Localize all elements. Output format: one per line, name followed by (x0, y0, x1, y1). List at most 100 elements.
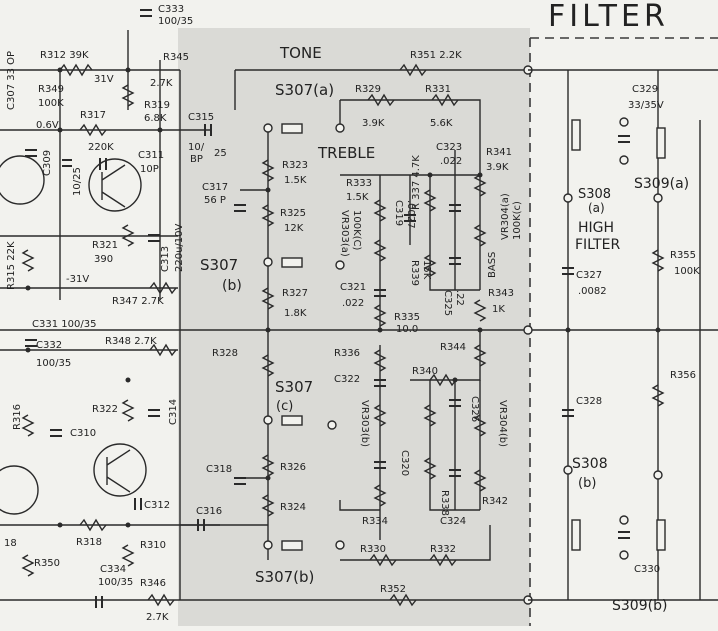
treble-terminal-top (335, 123, 345, 133)
c318-label: C318 (206, 464, 232, 475)
c311-capacitor (99, 158, 107, 170)
c312-capacitor (134, 498, 142, 510)
s307a-label: S307(a) (275, 81, 334, 99)
r330-r332-line (340, 525, 491, 561)
s309a-terminal-1 (619, 117, 629, 127)
r312-resistor (59, 63, 93, 77)
c309-value: 10/25 (72, 167, 83, 196)
r348-resistor (149, 343, 177, 357)
label-18: 18 (4, 538, 17, 549)
c325-capacitor (449, 257, 461, 265)
r333-label: R333 (346, 178, 372, 189)
c326-label: C326 (469, 396, 480, 422)
r319-value: 6.8K (144, 113, 167, 124)
c333-value: 100/35 (158, 16, 193, 27)
s309a-label: S309(a) (634, 176, 689, 192)
r332-resistor (429, 553, 457, 567)
s308b-label: S308 (572, 456, 608, 472)
c319-label: C319 (393, 200, 404, 226)
r337-label: R 337 4.7K (411, 155, 422, 210)
r339-label: R339 (409, 260, 420, 286)
r342-label: R342 (482, 496, 508, 507)
r348-label: R348 2.7K (105, 336, 157, 347)
c327-capacitor (562, 267, 574, 275)
c315-value-3: BP (190, 154, 203, 165)
r340-label: R340 (412, 366, 438, 377)
r321-value: 390 (94, 254, 113, 265)
bass-label: BASS (487, 252, 498, 278)
r338-label: R338 (439, 490, 450, 516)
transistor-q4-body (0, 465, 39, 515)
r316-label: R316 (12, 404, 23, 430)
r335-value: 10.0 (396, 324, 418, 335)
r317-label: R317 (80, 110, 106, 121)
r323-value: 1.5K (284, 175, 307, 186)
r322-resistor (121, 399, 135, 422)
c332-capacitor (25, 339, 37, 347)
r342-resistor (473, 469, 487, 492)
r347-label: R347 2.7K (112, 296, 164, 307)
r334-label: R334 (362, 516, 388, 527)
s309b-contact (656, 519, 666, 551)
filter-mid-terminal (523, 325, 533, 335)
r333-value: 1.5K (346, 192, 369, 203)
c313-value: 220u/10V (174, 223, 185, 272)
s307a-contact (281, 123, 303, 134)
s309a-contact (656, 127, 666, 159)
r345-value: 2.7K (150, 78, 173, 89)
vr303b-label: VR303(b) (359, 400, 370, 447)
r330-resistor (369, 553, 397, 567)
r350-resistor (21, 554, 35, 577)
s307c-terminal (263, 415, 273, 425)
r330-label: R330 (360, 544, 386, 555)
vr303b-pot (373, 404, 387, 427)
s307b-contact (281, 257, 303, 268)
transistor-q2-body (88, 158, 142, 212)
vr304a-pot (473, 224, 487, 247)
c319-capacitor (404, 214, 416, 222)
c329-value: 33/35V (628, 100, 664, 111)
s309b-terminal-top (653, 470, 663, 480)
c311-label: C311 (138, 150, 164, 161)
c321-value: .022 (342, 298, 364, 309)
r344-label: R344 (440, 342, 466, 353)
c316-label: C316 (196, 506, 222, 517)
r328-label: R328 (212, 348, 238, 359)
r325-resistor (261, 204, 275, 227)
r328-resistor (261, 354, 275, 377)
c321-capacitor (374, 289, 386, 297)
c331-label: C331 100/35 (32, 319, 96, 330)
r337-r339-line (429, 175, 480, 291)
s307c-label: S307 (275, 378, 313, 396)
s307c-contact (281, 415, 303, 426)
c314-capacitor (148, 409, 160, 417)
r352-label: R352 (380, 584, 406, 595)
c334-capacitor (95, 596, 103, 608)
s307c-sub-label: (c) (276, 399, 293, 414)
r332-label: R332 (430, 544, 456, 555)
r329-value: 3.9K (362, 118, 385, 129)
r333-resistor (373, 199, 387, 222)
vr303a-pot (373, 239, 387, 262)
r321-label: R321 (92, 240, 118, 251)
c332-value: 100/35 (36, 358, 71, 369)
c320-capacitor (374, 461, 386, 469)
vr303a-label: VR303(a) (339, 210, 350, 257)
r335-resistor (373, 304, 387, 327)
vr303a-value: 100K(C) (351, 210, 362, 251)
s308a-terminal (563, 193, 573, 203)
r343-value: 1K (492, 304, 505, 315)
c322-label: C322 (334, 374, 360, 385)
c322-capacitor (374, 379, 386, 387)
r349-value: 100K (38, 98, 64, 109)
c323-capacitor (449, 204, 461, 212)
transistor-q2-leads (101, 164, 126, 208)
c332-label: C332 (36, 340, 62, 351)
r338-resistor (423, 457, 437, 480)
v31-label: 31V (94, 74, 114, 85)
r318-resistor (79, 518, 107, 532)
s308a-contact (571, 119, 581, 151)
c312-label: C312 (144, 500, 170, 511)
r351-resistor (399, 63, 427, 77)
